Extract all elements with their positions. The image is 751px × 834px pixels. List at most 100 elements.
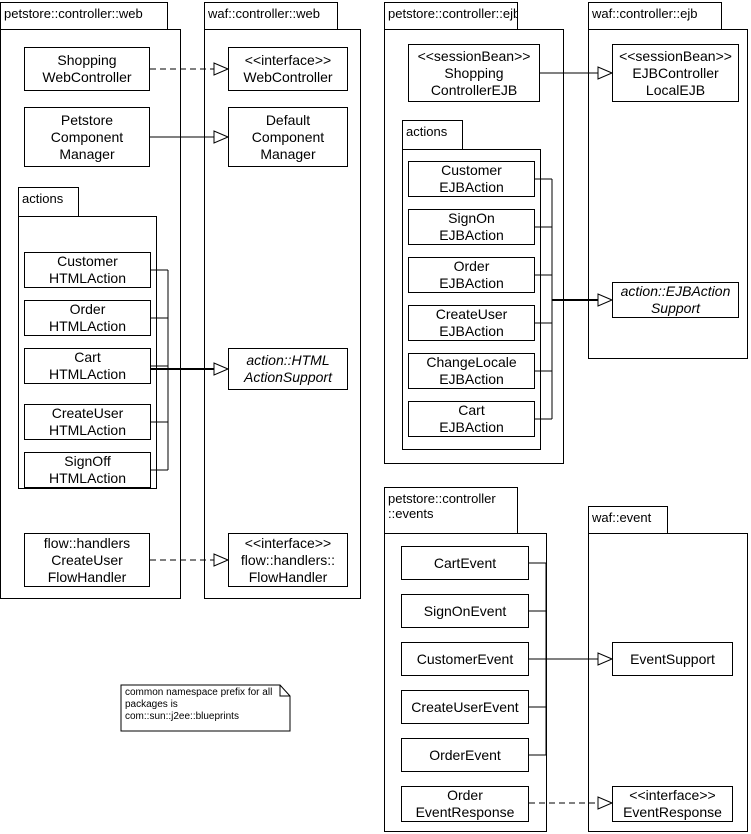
class-label-line: <<sessionBean>> <box>417 47 531 64</box>
class-customer-event: CustomerEvent <box>401 642 529 676</box>
class-label-line: Cart <box>458 402 485 418</box>
class-label-line: CreateUser <box>435 306 508 322</box>
package-tab-waf-event: waf::event <box>588 506 668 534</box>
class-label-line: Customer <box>441 162 502 178</box>
class-label-line: EJBAction <box>439 419 504 435</box>
subpackage-tab-web-actions: actions <box>18 187 79 217</box>
class-label-line: OrderEvent <box>429 746 501 763</box>
class-label-line: CreateUser <box>51 551 123 568</box>
hollow-arrowhead <box>213 130 230 144</box>
class-label-line: HTMLAction <box>48 470 127 486</box>
class-label-line: Order <box>447 787 483 803</box>
class-label-line: FlowHandler <box>248 568 328 585</box>
note-line: common namespace prefix for all <box>125 687 273 698</box>
class-label-line: CustomerEvent <box>416 650 514 667</box>
class-event-response-interface: <<interface>>EventResponse <box>612 786 733 822</box>
class-label-line: Component <box>50 128 124 145</box>
hollow-arrowhead <box>597 293 614 307</box>
class-label-line: action::HTML <box>246 352 330 368</box>
class-label-line: flow::handlers:: <box>240 551 336 568</box>
class-label-line: EJBAction <box>439 275 504 291</box>
class-label-line: EventResponse <box>415 804 515 820</box>
hollow-arrowhead <box>213 362 230 376</box>
class-label-line: WebController <box>42 69 132 85</box>
package-tab-petstore-controller-web: petstore::controller::web <box>0 2 168 30</box>
class-label-line: <<interface>> <box>244 52 332 68</box>
package-tab-waf-controller-web: waf::controller::web <box>204 2 338 30</box>
class-label-line: CreateUser <box>51 405 124 421</box>
class-label-line: Shopping <box>444 64 504 81</box>
class-label-line: <<sessionBean>> <box>619 47 732 64</box>
class-label-line: Shopping <box>57 52 117 68</box>
package-waf-event <box>588 533 748 832</box>
class-label-line: CartEvent <box>433 554 497 571</box>
class-label-line: FlowHandler <box>47 568 127 585</box>
package-tab-line: ::events <box>388 506 434 521</box>
class-signon-event: SignOnEvent <box>401 594 529 628</box>
class-label-line: <<interface>> <box>244 534 332 551</box>
hollow-arrowhead <box>597 796 614 810</box>
class-label-line: Order <box>453 258 490 274</box>
class-label-line: Component <box>251 128 325 145</box>
class-cart-event: CartEvent <box>401 546 529 580</box>
class-label-line: ChangeLocale <box>426 354 517 370</box>
class-label-line: EJBAction <box>439 371 504 387</box>
package-tab-waf-controller-ejb: waf::controller::ejb <box>588 2 722 30</box>
class-label-line: SignOff <box>64 453 111 469</box>
class-label-line: Support <box>650 300 701 316</box>
class-label-line: action::EJBAction <box>620 283 731 299</box>
hollow-arrowhead <box>213 553 230 567</box>
class-label-line: flow::handlers <box>43 534 131 551</box>
package-petstore-controller-events <box>384 533 547 832</box>
class-label-line: EventSupport <box>630 650 715 667</box>
class-label-line: HTMLAction <box>48 422 127 438</box>
class-label-line: EJBController <box>632 64 719 81</box>
class-label-line: HTMLAction <box>48 366 127 382</box>
class-label-line: Order <box>69 301 106 317</box>
class-label-line: ActionSupport <box>244 369 332 385</box>
class-label-line: HTMLAction <box>48 270 127 286</box>
class-label-line: Customer <box>57 253 118 269</box>
class-createuser-event: CreateUserEvent <box>401 690 529 724</box>
class-label-line: <<interface>> <box>629 787 716 803</box>
class-label-line: SignOnEvent <box>423 602 507 619</box>
class-label-line: EventResponse <box>623 804 722 820</box>
package-tab-line: petstore::controller <box>388 491 496 506</box>
class-label-line: EJBAction <box>439 227 504 243</box>
class-label-line: SignOn <box>448 210 495 226</box>
note-line: com::sun::j2ee::blueprints <box>125 711 239 722</box>
class-order-event: OrderEvent <box>401 738 529 772</box>
note-line: packages is <box>125 699 178 710</box>
class-label-line: Manager <box>59 145 115 162</box>
class-label-line: Default <box>265 111 311 128</box>
class-label-line: HTMLAction <box>48 318 127 334</box>
note-shape <box>120 684 291 732</box>
class-label-line: EJBAction <box>439 179 504 195</box>
subpackage-ejb-actions <box>402 149 541 450</box>
package-tab-petstore-controller-events: petstore::controller ::events <box>384 487 518 534</box>
hollow-arrowhead <box>597 66 614 80</box>
note: common namespace prefix for all packages… <box>125 687 289 731</box>
class-label-line: EJBAction <box>439 323 504 339</box>
class-label-line: WebController <box>243 69 333 85</box>
hollow-arrowhead <box>597 652 614 666</box>
class-label-line: ControllerEJB <box>430 81 518 98</box>
